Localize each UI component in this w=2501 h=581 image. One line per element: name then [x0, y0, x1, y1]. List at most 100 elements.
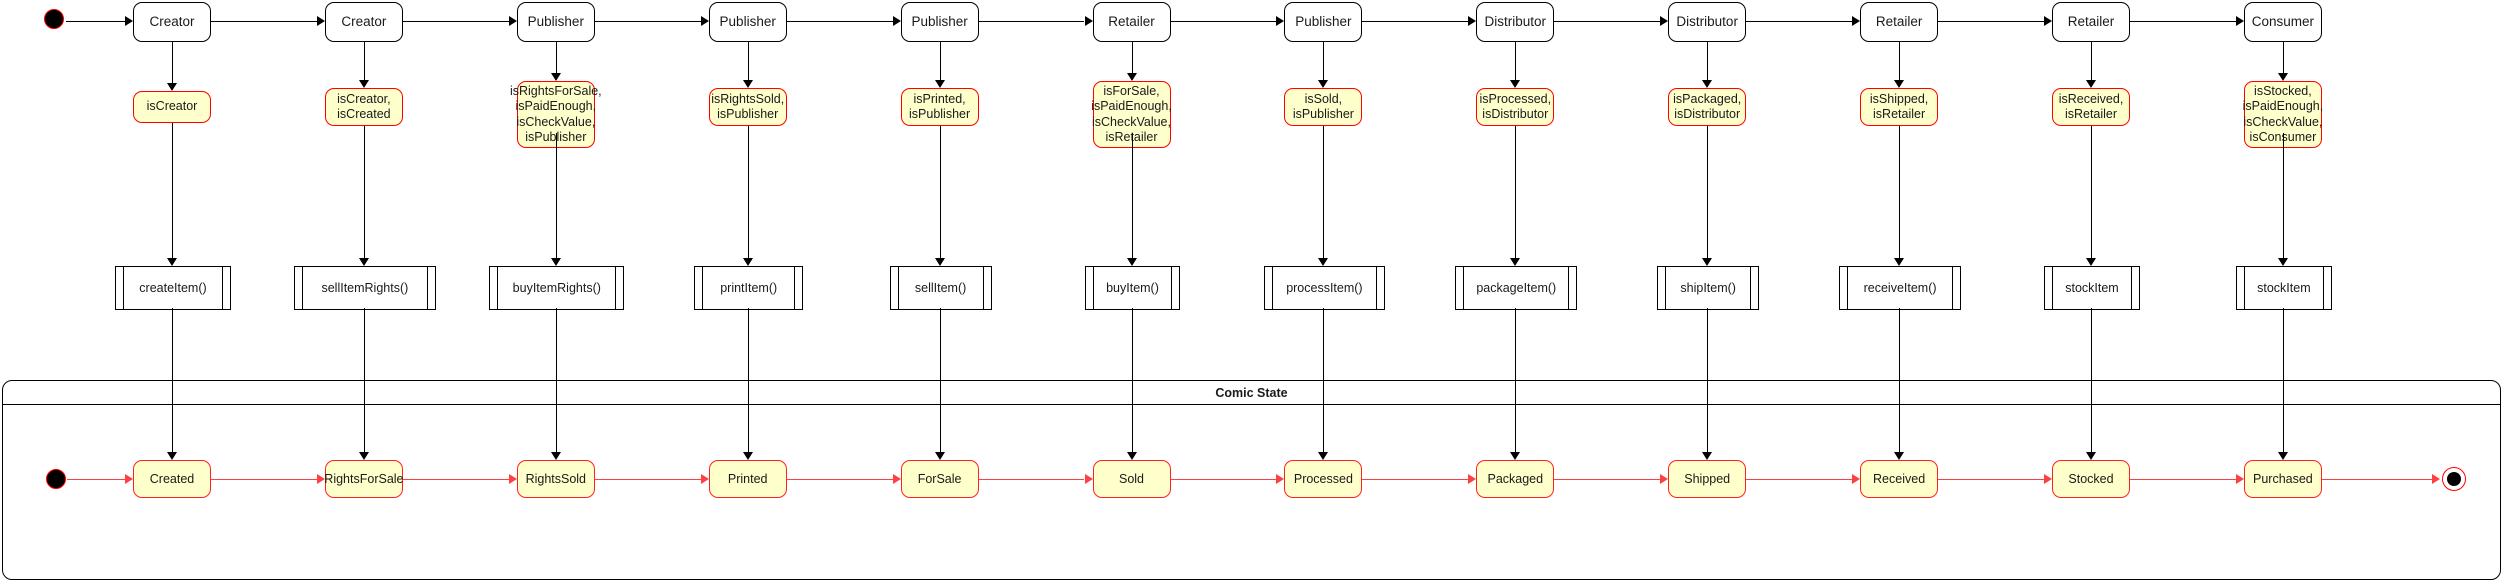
state-box-packaged[interactable]: Packaged [1476, 460, 1555, 498]
flow-actor-7-to-guard-7 [1515, 42, 1517, 80]
actor-box-publisher-3[interactable]: Publisher [708, 2, 787, 42]
flow-call-8-to-state-8 [1707, 308, 1709, 452]
call-box-10[interactable]: stockItem [2044, 266, 2140, 310]
call-box-6[interactable]: processItem() [1263, 266, 1386, 310]
arrowhead-call-11-to-state-11 [2277, 452, 2288, 460]
flow-guard-5-to-call-5 [1131, 133, 1133, 258]
actor-box-publisher-4[interactable]: Publisher [900, 2, 979, 42]
state-box-rightsforsale[interactable]: RightsForSale [324, 460, 404, 498]
flow-guard-8-to-call-8 [1707, 126, 1709, 258]
guard-box-4[interactable]: isPrinted, isPublisher [900, 88, 979, 126]
actor-box-distributor-8[interactable]: Distributor [1668, 2, 1747, 42]
flow-call-10-to-state-10 [2091, 308, 2092, 452]
state-box-purchased[interactable]: Purchased [2243, 460, 2322, 498]
flow-actor-0-to-actor-1 [211, 21, 317, 22]
call-box-right-bar [2130, 267, 2132, 309]
call-box-1[interactable]: sellItemRights() [294, 266, 436, 310]
flow-actor-10-to-actor-11 [2130, 21, 2236, 22]
final-state-core [2446, 471, 2462, 487]
flow-actor-0-to-guard-0 [172, 42, 173, 83]
call-box-right-bar [2322, 267, 2324, 309]
flow-call-9-to-state-9 [1899, 308, 1901, 452]
initial-state-node-region [46, 469, 66, 489]
arrowhead-guard-8-to-call-8 [1702, 258, 1713, 266]
state-box-received[interactable]: Received [1860, 460, 1939, 498]
flow-region-initial-to-created [67, 479, 125, 480]
call-box-label: receiveItem() [1863, 281, 1937, 295]
flow-guard-4-to-call-4 [939, 126, 941, 258]
arrowhead-actor-10-to-guard-10 [2086, 80, 2096, 88]
arrowhead-guard-7-to-call-7 [1510, 258, 1521, 266]
guard-box-3[interactable]: isRightsSold, isPublisher [708, 88, 787, 126]
state-box-rightssold[interactable]: RightsSold [516, 460, 595, 498]
flow-actor-6-to-actor-7 [1362, 21, 1469, 22]
arrowhead-actor-2-to-actor-3 [700, 16, 709, 26]
guard-box-0[interactable]: isCreator [133, 91, 211, 123]
flow-state-0-to-state-1 [211, 479, 317, 480]
flow-actor-10-to-guard-10 [2091, 42, 2092, 80]
flow-actor-8-to-actor-9 [1746, 21, 1853, 22]
state-box-sold[interactable]: Sold [1092, 460, 1171, 498]
guard-box-1[interactable]: isCreator, isCreated [324, 88, 403, 126]
guard-box-10[interactable]: isReceived, isRetailer [2052, 88, 2130, 126]
call-box-5[interactable]: buyItem() [1084, 266, 1181, 310]
guard-box-8[interactable]: isPackaged, isDistributor [1668, 88, 1747, 126]
call-box-right-bar [1171, 267, 1173, 309]
arrowhead-guard-2-to-call-2 [550, 258, 561, 266]
flow-call-0-to-state-0 [172, 308, 173, 452]
flow-actor-5-to-guard-5 [1131, 42, 1133, 73]
actor-box-publisher-2[interactable]: Publisher [516, 2, 595, 42]
actor-box-retailer-5[interactable]: Retailer [1092, 2, 1171, 42]
flow-state-9-to-state-10 [1938, 479, 2044, 480]
flow-call-2-to-state-2 [555, 308, 557, 452]
guard-box-9[interactable]: isShipped, isRetailer [1860, 88, 1939, 126]
arrowhead-actor-11-to-guard-11 [2277, 73, 2288, 81]
arrowhead-state-7-to-state-8 [1660, 474, 1669, 484]
arrowhead-actor-0-to-guard-0 [167, 83, 177, 91]
guard-box-6[interactable]: isSold, isPublisher [1284, 88, 1363, 126]
call-box-4[interactable]: sellItem() [889, 266, 992, 310]
call-box-2[interactable]: buyItemRights() [489, 266, 625, 310]
guard-box-7[interactable]: isProcessed, isDistributor [1476, 88, 1555, 126]
flow-call-3-to-state-3 [747, 308, 749, 452]
actor-box-distributor-7[interactable]: Distributor [1476, 2, 1555, 42]
state-box-processed[interactable]: Processed [1284, 460, 1363, 498]
arrowhead-actor-9-to-actor-10 [2044, 16, 2052, 26]
flow-call-5-to-state-5 [1131, 308, 1133, 452]
arrowhead-actor-5-to-actor-6 [1276, 16, 1285, 26]
flow-state-5-to-state-6 [1170, 479, 1277, 480]
flow-actor-4-to-guard-4 [939, 42, 941, 80]
call-box-3[interactable]: printItem() [694, 266, 803, 310]
state-box-forsale[interactable]: ForSale [900, 460, 979, 498]
actor-box-consumer-11[interactable]: Consumer [2243, 2, 2322, 42]
call-box-0[interactable]: createItem() [115, 266, 231, 310]
call-box-8[interactable]: shipItem() [1657, 266, 1760, 310]
call-box-label: buyItem() [1106, 281, 1159, 295]
actor-box-publisher-6[interactable]: Publisher [1284, 2, 1363, 42]
arrowhead-state-0-to-state-1 [316, 474, 325, 484]
call-box-right-bar [426, 267, 428, 309]
flow-call-6-to-state-6 [1323, 308, 1325, 452]
call-box-7[interactable]: packageItem() [1455, 266, 1578, 310]
call-box-label: packageItem() [1476, 281, 1557, 295]
actor-box-retailer-9[interactable]: Retailer [1860, 2, 1939, 42]
call-box-left-bar [302, 267, 304, 309]
state-box-stocked[interactable]: Stocked [2052, 460, 2130, 498]
call-box-11[interactable]: stockItem [2236, 266, 2332, 310]
actor-box-creator-1[interactable]: Creator [324, 2, 403, 42]
flow-actor-4-to-actor-5 [978, 21, 1085, 22]
state-box-created[interactable]: Created [133, 460, 211, 498]
call-box-left-bar [702, 267, 704, 309]
arrowhead-actor-3-to-guard-3 [742, 80, 753, 88]
state-box-printed[interactable]: Printed [708, 460, 787, 498]
arrowhead-state-6-to-state-7 [1468, 474, 1477, 484]
actor-box-retailer-10[interactable]: Retailer [2052, 2, 2130, 42]
arrowhead-guard-11-to-call-11 [2277, 258, 2288, 266]
arrowhead-actor-6-to-actor-7 [1468, 16, 1477, 26]
call-box-9[interactable]: receiveItem() [1839, 266, 1961, 310]
arrowhead-state-5-to-state-6 [1276, 474, 1285, 484]
call-box-left-bar [2244, 267, 2246, 309]
state-box-shipped[interactable]: Shipped [1668, 460, 1747, 498]
actor-box-creator-0[interactable]: Creator [133, 2, 211, 42]
call-box-left-bar [1665, 267, 1667, 309]
